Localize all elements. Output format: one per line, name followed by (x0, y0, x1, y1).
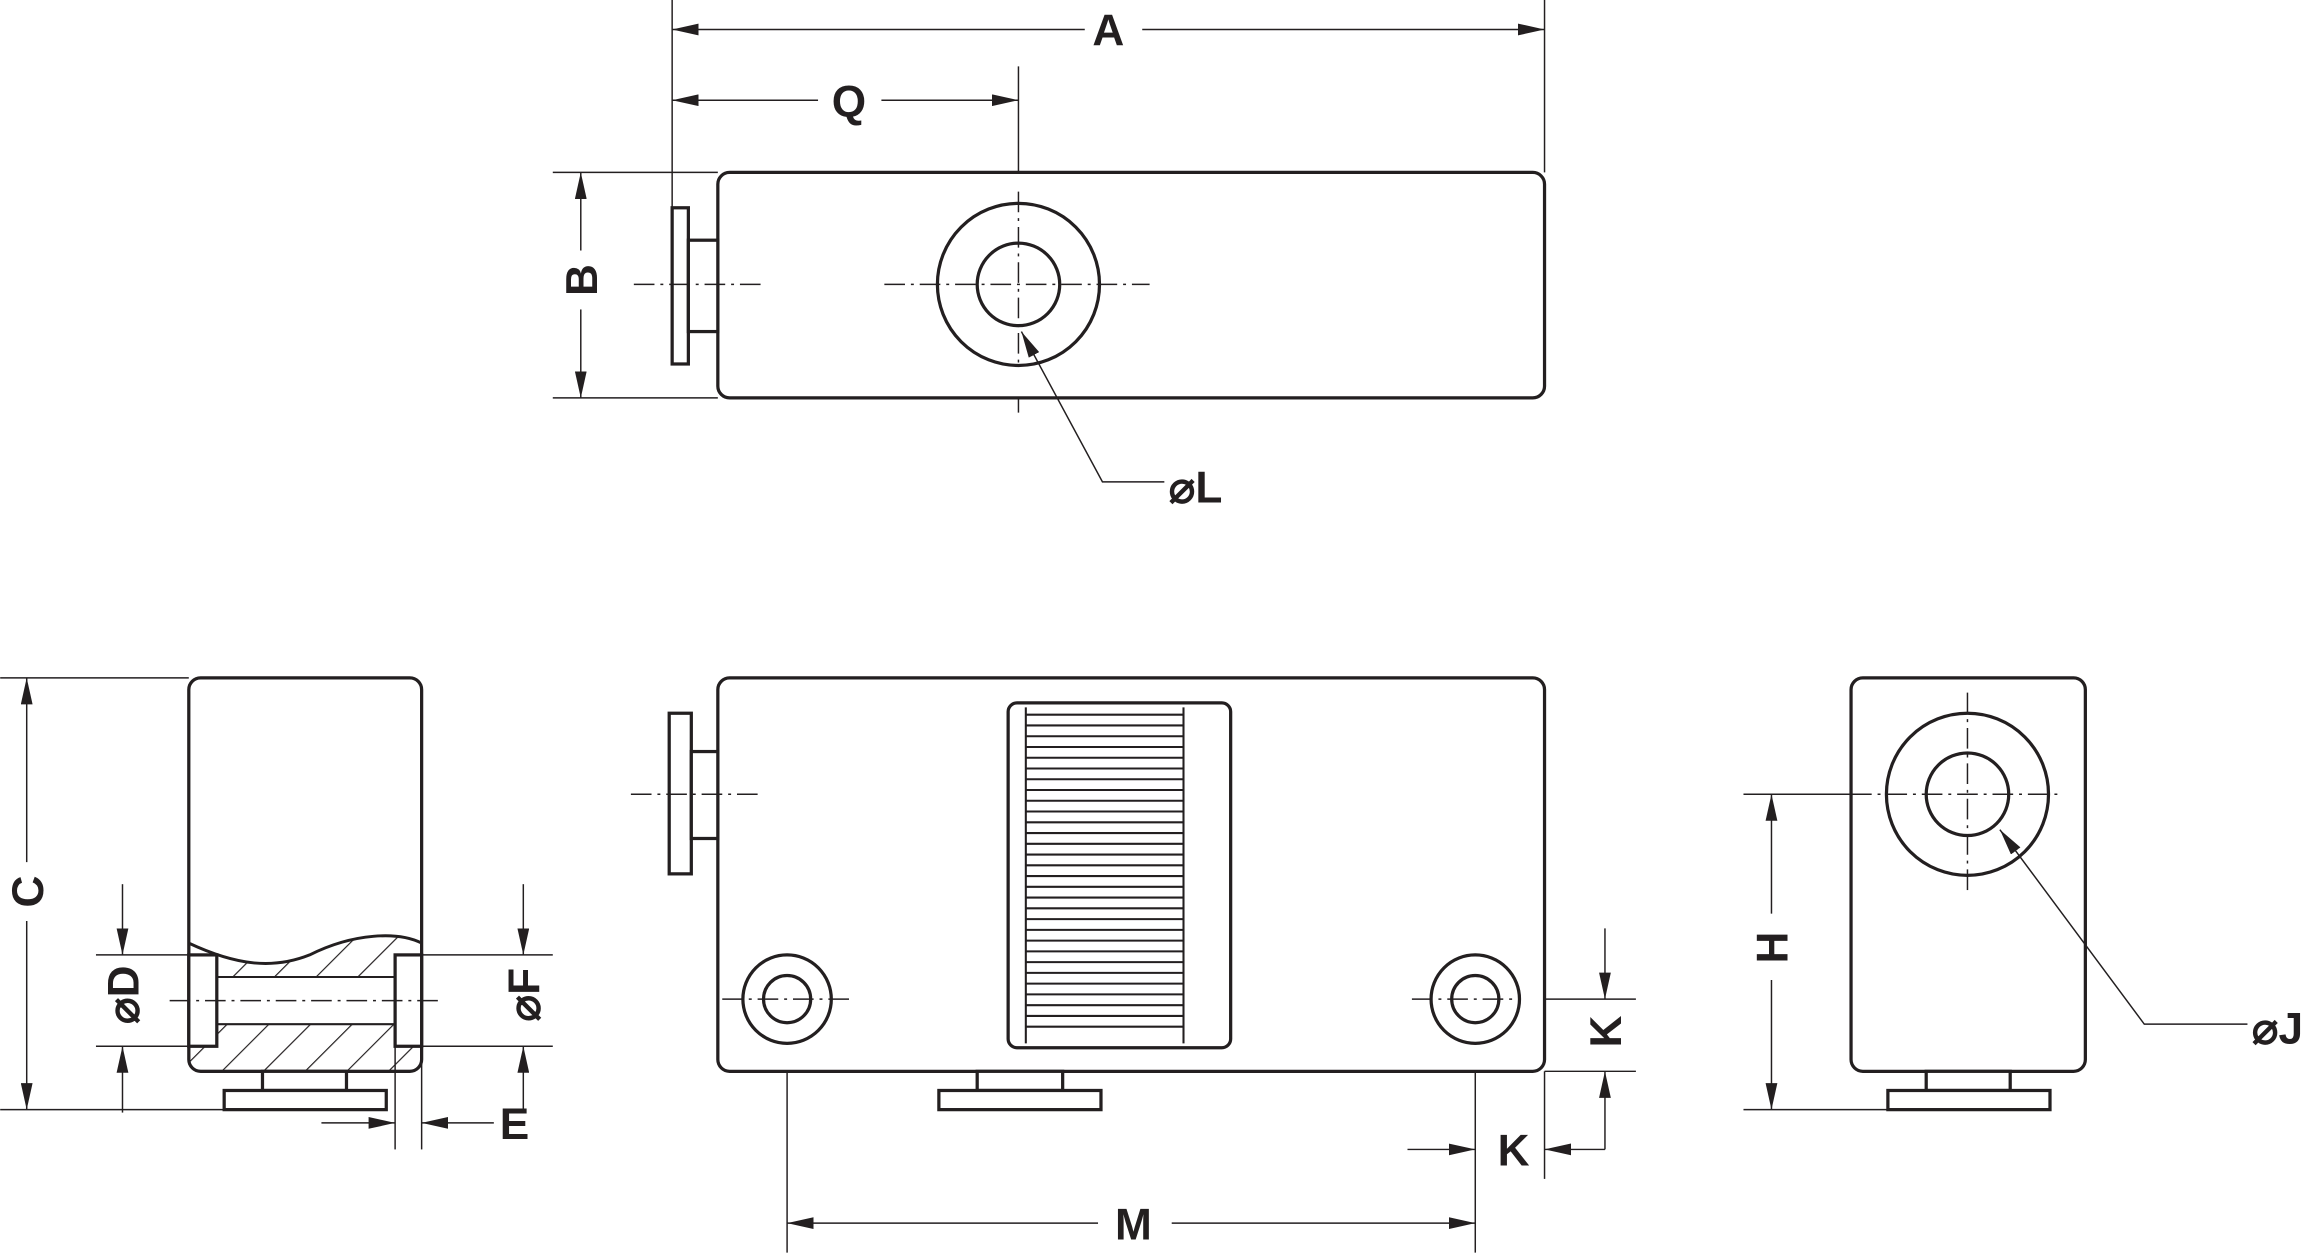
dim-k-horizontal-label: K (1498, 1127, 1530, 1176)
dim-d-label: ⌀D (100, 965, 149, 1024)
dim-m-label: M (1115, 1200, 1152, 1249)
dim-c-label: C (4, 876, 53, 908)
dim-e-label: E (500, 1100, 529, 1149)
dim-k-vertical-label: K (1582, 1015, 1631, 1047)
dim-f-label: ⌀F (501, 968, 550, 1022)
top-view: A Q B ⌀L (552, 0, 1547, 513)
dim-q-label: Q (832, 77, 866, 126)
dim-b-label: B (558, 264, 607, 296)
front-view: M K K (630, 676, 1636, 1253)
end-view: H ⌀J (1743, 676, 2303, 1112)
dim-h-label: H (1749, 932, 1798, 964)
dim-a-label: A (1092, 7, 1124, 56)
knurled-wheel (1024, 707, 1184, 1044)
side-section-view: C ⌀D ⌀F E (0, 676, 553, 1150)
dim-j-label: ⌀J (2252, 1004, 2303, 1053)
dim-l-label: ⌀L (1169, 464, 1223, 513)
